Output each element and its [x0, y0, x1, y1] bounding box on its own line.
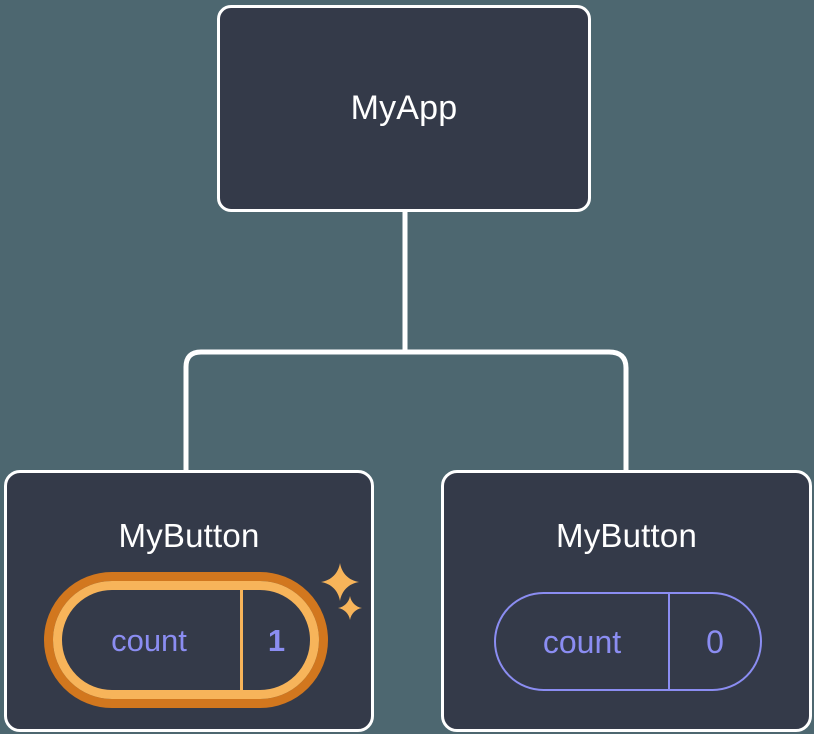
node-myapp[interactable]: MyApp — [217, 5, 591, 212]
state-key-right: count — [542, 623, 622, 660]
state-pill-divider-right — [668, 594, 670, 689]
state-pill-left-highlighted[interactable]: count 1 — [44, 572, 328, 708]
state-value-right: 0 — [706, 623, 724, 660]
state-value-left: 1 — [267, 622, 286, 658]
node-mybutton-right-label: MyButton — [556, 517, 697, 554]
node-mybutton-left-label: MyButton — [118, 517, 260, 554]
node-myapp-label: MyApp — [350, 89, 458, 127]
state-key-left: count — [111, 622, 187, 658]
state-pill-divider-left — [240, 590, 243, 690]
state-pill-left-inner: count 1 — [53, 581, 319, 699]
state-pill-right[interactable]: count 0 — [494, 592, 762, 691]
